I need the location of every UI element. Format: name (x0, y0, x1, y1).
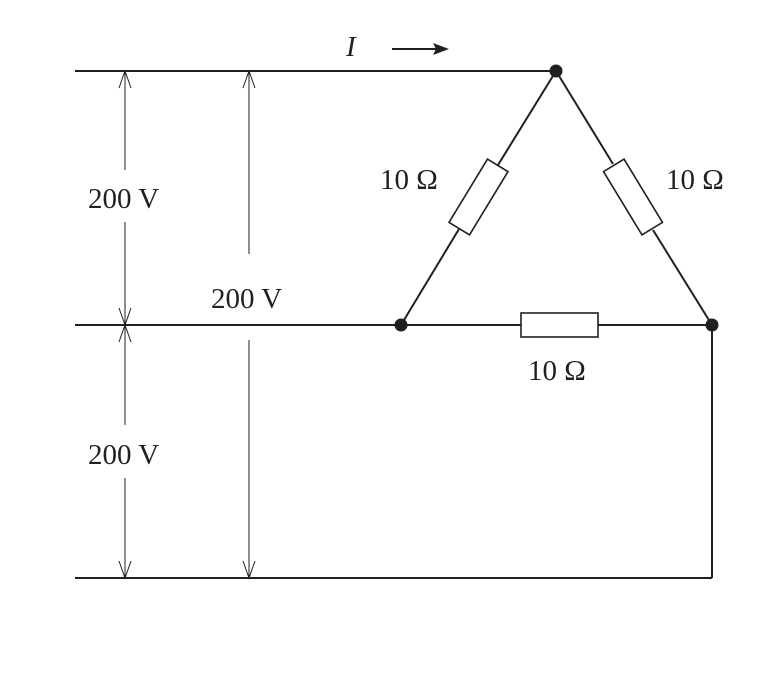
lower-voltage-arrow (118, 323, 132, 580)
line-voltage-arrow (242, 69, 256, 580)
lower-voltage-label: 200 V (88, 439, 159, 471)
upper-voltage-arrow (118, 69, 132, 327)
right-resistor (602, 158, 664, 236)
left-node (394, 318, 408, 332)
right-resistor-label: 10 Ω (666, 164, 724, 196)
bottom-resistor-label: 10 Ω (528, 355, 586, 387)
right-node (705, 318, 719, 332)
left-resistor-label: 10 Ω (380, 164, 438, 196)
right-branch (555, 70, 713, 326)
top-node (549, 64, 563, 78)
left-branch (400, 70, 557, 326)
line-voltage-label: 200 V (211, 283, 282, 315)
left-resistor (447, 158, 510, 236)
upper-voltage-label: 200 V (88, 183, 159, 215)
bottom-resistor (520, 312, 599, 338)
current-label: I (345, 31, 357, 63)
bottom-branch (401, 312, 712, 338)
current-arrow (392, 43, 449, 55)
